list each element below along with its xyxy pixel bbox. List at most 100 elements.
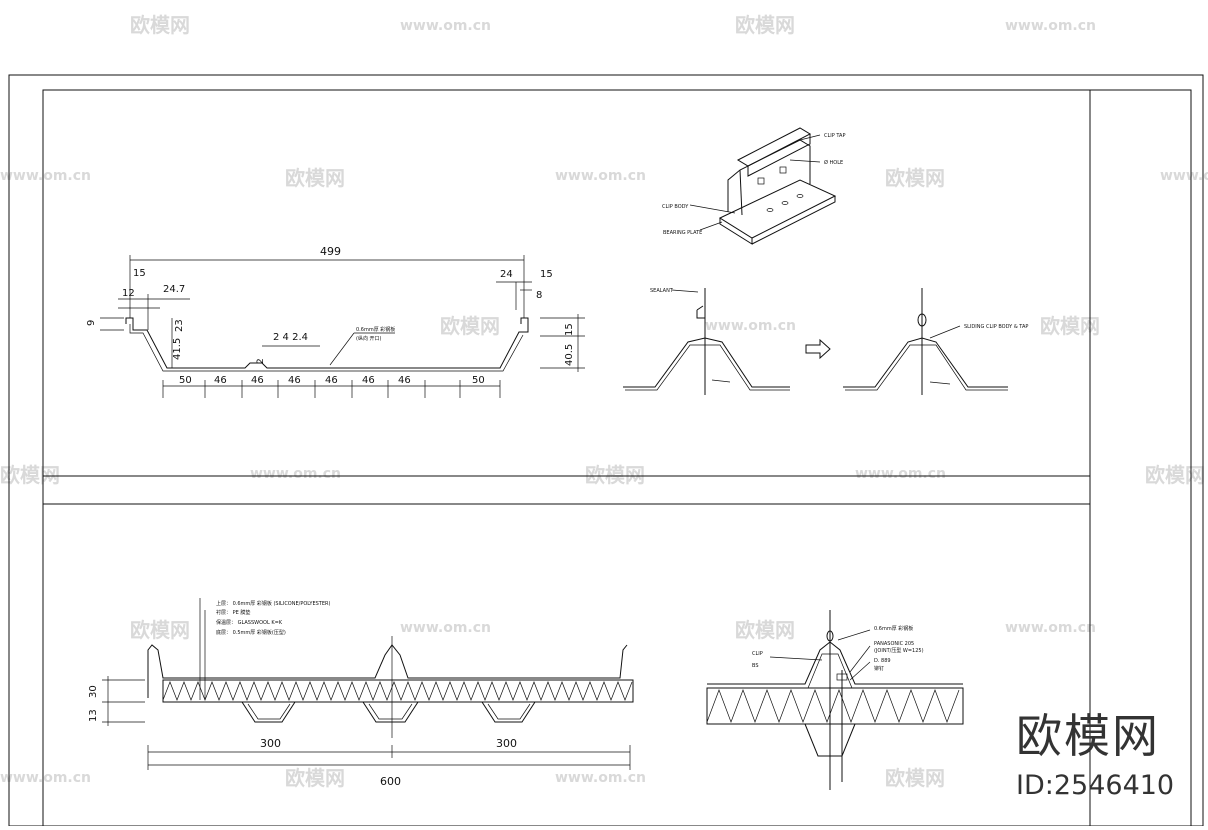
dim-stiffener-depth: 2 bbox=[256, 358, 266, 364]
label-sealant: SEALANT bbox=[650, 288, 674, 294]
watermark-site: www.om.cn bbox=[400, 18, 491, 34]
clip-isometric: CLIP TAP Ø HOLE CLIP BODY BEARING PLATE bbox=[662, 127, 845, 245]
joint-label-d889: D. 889 bbox=[874, 658, 891, 664]
dim-span-left: 300 bbox=[260, 737, 281, 750]
joint-label-rivet: 铆钉 bbox=[874, 665, 884, 672]
joint-label-bs: BS bbox=[752, 663, 759, 669]
seam-detail-after: SLIDING CLIP BODY & TAP bbox=[843, 288, 1028, 395]
watermark-brand: 欧模网 bbox=[440, 314, 500, 338]
insulation-layer bbox=[162, 679, 634, 703]
profile-note-2: (纵向 开口) bbox=[356, 335, 382, 342]
label-bearing-plate: BEARING PLATE bbox=[663, 230, 702, 236]
seam-profile-inner bbox=[625, 344, 790, 391]
dim-right-flange: 15 bbox=[540, 269, 553, 280]
dim-stiffener: 2 4 2.4 bbox=[273, 332, 308, 343]
dim-chain-ticks bbox=[162, 380, 501, 398]
dim-bottom-7: 50 bbox=[472, 375, 485, 386]
dim-left-lip: 12 bbox=[122, 288, 135, 299]
bottom-sheet bbox=[163, 701, 633, 723]
watermark-site: www.om.cn bbox=[1005, 620, 1096, 636]
seam-profile-inner bbox=[845, 344, 1008, 391]
watermark-brand: 欧模网 bbox=[285, 766, 345, 790]
dim-bottom-3: 46 bbox=[288, 375, 301, 386]
watermark-site: www.om.cn bbox=[555, 168, 646, 184]
watermark-layer: 欧模网 www.om.cn 欧模网 www.om.cn 欧模网 www.om.c… bbox=[0, 13, 1208, 790]
panel-note-1: 上层： 0.6mm厚 彩钢板 (SILICONE/POLYESTER) bbox=[216, 600, 330, 607]
label-hole: Ø HOLE bbox=[824, 159, 843, 166]
panel-note-4: 底层： 0.5mm厚 彩钢板(压型) bbox=[216, 629, 286, 636]
label-clip-tap: CLIP TAP bbox=[824, 133, 845, 139]
dim-bottom-2: 46 bbox=[251, 375, 264, 386]
leader-line bbox=[689, 204, 736, 214]
watermark-site: www.om.cn bbox=[400, 620, 491, 636]
dim-left-slope: 24.7 bbox=[163, 284, 185, 295]
watermark-brand: 欧模网 bbox=[735, 13, 795, 37]
joint-seam-roll bbox=[826, 630, 834, 642]
panel-note-2: 衬层： PE 膜垫 bbox=[216, 609, 250, 616]
profile-note-1: 0.6mm厚 彩钢板 bbox=[356, 326, 395, 333]
joint-label-joint: (JOINT/压型 W=125) bbox=[874, 647, 924, 654]
dim-span-right: 300 bbox=[496, 737, 517, 750]
joint-sheet-inner bbox=[707, 653, 963, 689]
panel-profile-outline bbox=[125, 317, 529, 369]
dim-bottom-0: 50 bbox=[179, 375, 192, 386]
watermark-site: www.om.cn bbox=[0, 168, 91, 184]
clip-tab-edge bbox=[747, 134, 811, 177]
dim-right-top: 15 bbox=[564, 323, 575, 336]
bearing-plate bbox=[718, 179, 837, 239]
label-clip-body: CLIP BODY bbox=[662, 204, 689, 210]
clip-foot bbox=[929, 381, 951, 385]
leader-line bbox=[671, 289, 699, 293]
dim-right-width: 24 bbox=[500, 269, 513, 280]
dim-bottom-1: 46 bbox=[214, 375, 227, 386]
dim-rib-height: 13 bbox=[88, 709, 99, 722]
process-arrow bbox=[805, 338, 831, 360]
brand-watermark: 欧模网 ID:2546410 bbox=[1016, 700, 1196, 801]
clip-hole bbox=[779, 166, 787, 174]
watermark-brand: 欧模网 bbox=[885, 766, 945, 790]
brand-watermark-name: 欧模网 bbox=[1016, 709, 1160, 763]
plate-hole bbox=[766, 208, 774, 212]
brand-watermark-id: ID:2546410 bbox=[1016, 770, 1175, 801]
bearing-plate-edge bbox=[751, 196, 836, 245]
joint-insulation-hatch bbox=[706, 689, 960, 723]
leader-line bbox=[849, 645, 871, 673]
label-sliding-clip: SLIDING CLIP BODY & TAP bbox=[964, 324, 1028, 330]
seam-detail-before: SEALANT bbox=[623, 288, 790, 395]
top-sheet bbox=[147, 644, 628, 698]
watermark-brand: 欧模网 bbox=[130, 618, 190, 642]
watermark-site: www.om.cn bbox=[250, 466, 341, 482]
panel-profile-inner bbox=[129, 324, 524, 372]
dim-right-height: 40.5 bbox=[564, 344, 575, 366]
leader-line bbox=[699, 221, 723, 231]
dim-overall-width: 499 bbox=[320, 245, 341, 258]
clip-hole bbox=[757, 177, 765, 185]
bearing-plate-edge bbox=[719, 218, 753, 245]
watermark-site: www.om.cn bbox=[1160, 168, 1208, 184]
joint-detail: 0.6mm厚 彩钢板 CLIP BS PANASONIC 205 (JOINT/… bbox=[706, 610, 964, 790]
dim-top-gap: 9 bbox=[86, 320, 97, 326]
watermark-brand: 欧模网 bbox=[1040, 314, 1100, 338]
leader-line bbox=[329, 332, 395, 366]
arrow-right-icon bbox=[805, 338, 831, 360]
dim-rib-depth: 23 bbox=[174, 319, 185, 332]
joint-insulation bbox=[706, 687, 964, 725]
panel-note-3: 保温层： GLASSWOOL K=K bbox=[216, 619, 283, 626]
clip-body-edge bbox=[739, 169, 743, 216]
insulated-panel-section: 上层： 0.6mm厚 彩钢板 (SILICONE/POLYESTER) 衬层： … bbox=[88, 598, 634, 788]
watermark-site: www.om.cn bbox=[555, 770, 646, 786]
dim-right-lip: 8 bbox=[536, 290, 542, 301]
seam-roll bbox=[917, 313, 927, 327]
dim-left-height: 41.5 bbox=[172, 338, 183, 360]
watermark-brand: 欧模网 bbox=[130, 13, 190, 37]
dim-panel-thickness: 30 bbox=[88, 685, 99, 698]
insulation-hatch bbox=[162, 681, 633, 701]
dim-chain-labels: 50 46 46 46 46 46 46 50 bbox=[179, 375, 485, 386]
watermark-brand: 欧模网 bbox=[735, 618, 795, 642]
leader-line bbox=[789, 159, 821, 163]
plate-hole bbox=[781, 201, 789, 205]
panel-profile-section: 499 15 15 24 8 12 24.7 9 23 41.5 40.5 15… bbox=[86, 245, 585, 398]
joint-washer bbox=[836, 673, 848, 681]
watermark-brand: 欧模网 bbox=[285, 166, 345, 190]
seam-hook bbox=[696, 305, 705, 319]
